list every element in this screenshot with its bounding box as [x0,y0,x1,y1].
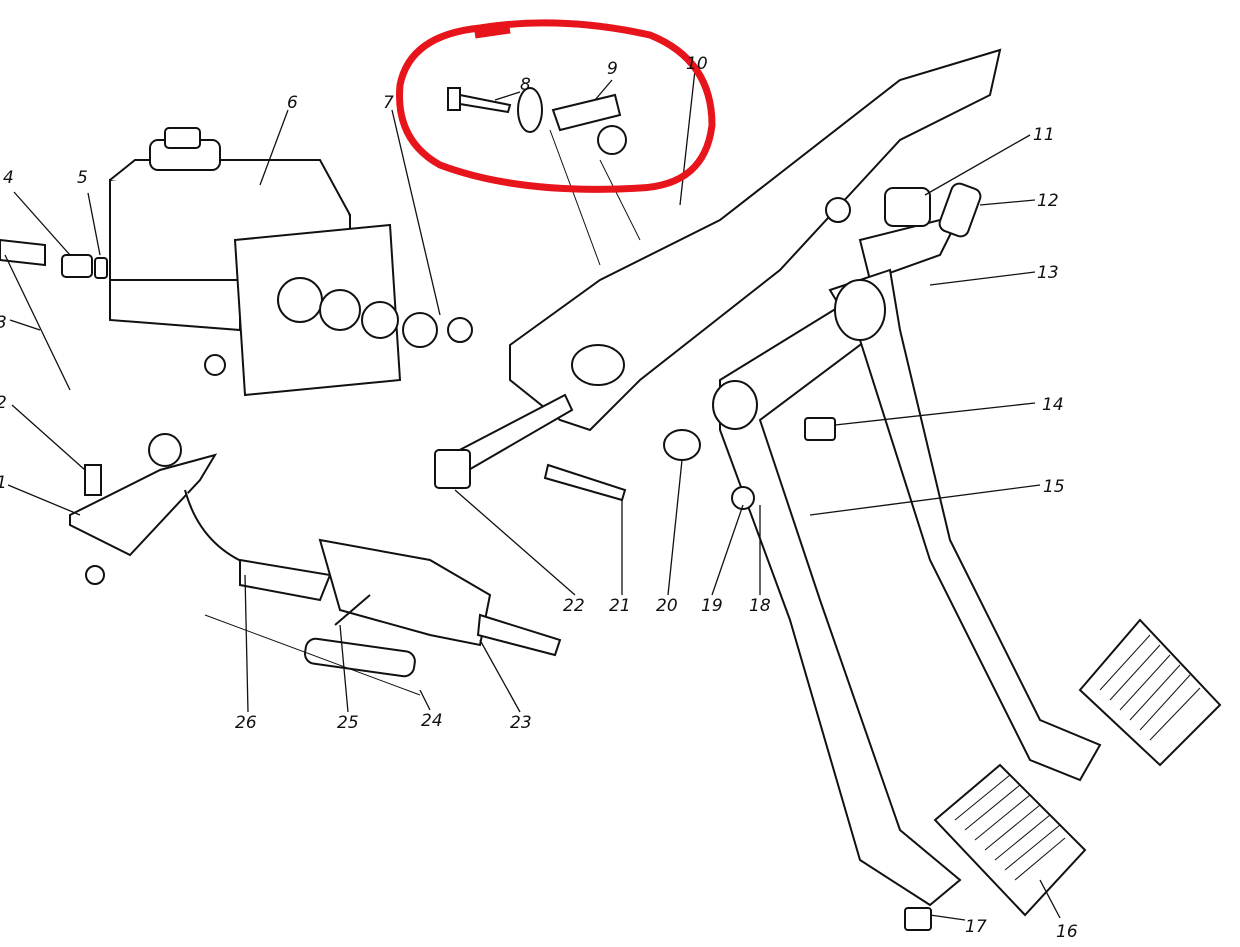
label-22: 22 [563,596,585,616]
master-cylinder [109,127,473,397]
highlight-circle [396,19,716,193]
label-25: 25 [337,713,359,733]
label-18: 18 [749,596,771,616]
label-4: 4 [3,168,14,188]
pedal-pad-upper [1078,618,1222,767]
label-21: 21 [609,596,631,616]
part-labels: 1 2 3 4 5 6 7 8 9 10 11 12 13 14 15 16 1… [0,54,1078,942]
pedal-bracket [509,48,1002,432]
label-2: 2 [0,393,7,413]
label-13: 13 [1037,263,1059,283]
label-15: 15 [1043,477,1065,497]
label-14: 14 [1042,395,1064,415]
label-11: 11 [1033,125,1055,145]
label-7: 7 [383,93,394,113]
label-12: 12 [1037,191,1059,211]
highlighted-parts [447,87,641,266]
label-19: 19 [701,596,723,616]
pedal-pad-16 [933,763,1087,917]
slave-cylinder [184,489,562,696]
label-6: 6 [287,93,298,113]
brake-pedal [828,268,1102,782]
loose-parts [434,182,982,931]
label-1: 1 [0,473,7,493]
label-17: 17 [965,917,987,937]
label-10: 10 [686,54,708,74]
label-24: 24 [421,711,443,731]
label-26: 26 [235,713,257,733]
label-16: 16 [1056,922,1078,942]
label-20: 20 [656,596,678,616]
leader-lines [7,69,1061,921]
label-9: 9 [607,59,618,79]
pipe-fittings [0,238,108,391]
bracket [69,433,218,585]
label-3: 3 [0,313,7,333]
label-5: 5 [77,168,88,188]
label-8: 8 [520,75,531,95]
label-23: 23 [510,713,532,733]
